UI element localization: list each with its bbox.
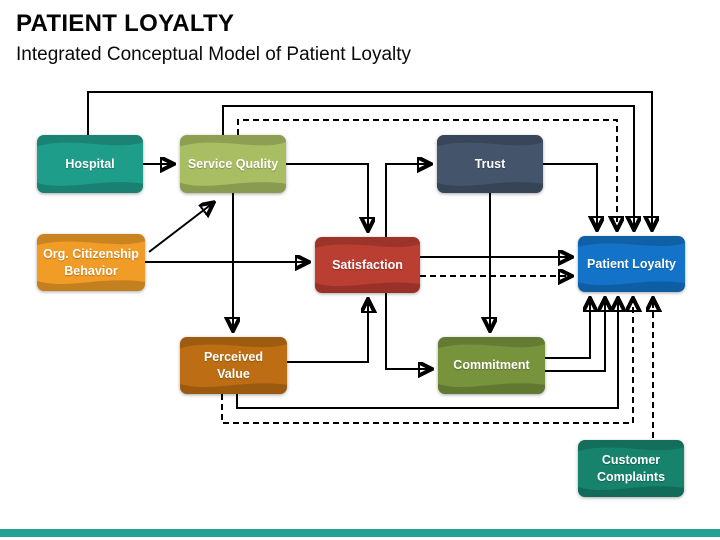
- node-perceived-value-label: Perceived Value: [203, 350, 264, 381]
- node-service-quality-label: Service Quality: [187, 156, 279, 171]
- page-subtitle: Integrated Conceptual Model of Patient L…: [16, 44, 412, 65]
- node-trust-label: Trust: [474, 156, 506, 171]
- node-perceived-value: Perceived Value: [180, 337, 287, 394]
- arrow-hospital-to-patient-loyalty: [87, 91, 652, 229]
- node-customer-complaints-label: Customer Complaints: [596, 453, 666, 484]
- node-commitment-label: Commitment: [453, 358, 530, 373]
- node-patient-loyalty: Patient Loyalty: [578, 236, 685, 292]
- arrow-service-quality-to-patient-loyalty-dashed: [237, 119, 617, 229]
- arrow-service-quality-to-patient-loyalty: [222, 105, 634, 229]
- page-title: PATIENT LOYALTY: [16, 10, 235, 37]
- arrow-commitment-to-patient-loyalty-1: [545, 299, 590, 359]
- node-service-quality: Service Quality: [180, 135, 286, 193]
- node-patient-loyalty-label: Patient Loyalty: [587, 256, 676, 271]
- node-hospital-label: Hospital: [65, 156, 115, 171]
- arrow-trust-to-patient-loyalty: [543, 163, 597, 229]
- arrow-satisfaction-to-commitment: [385, 293, 431, 369]
- arrow-perceived-value-to-patient-loyalty-solid: [236, 299, 618, 409]
- node-org-citizenship-behavior-label: Org. Citizenship Behavior: [43, 247, 139, 278]
- node-satisfaction-label: Satisfaction: [332, 257, 403, 272]
- footer-accent-bar: [0, 529, 720, 537]
- arrow-service-quality-to-satisfaction: [286, 163, 368, 230]
- arrow-org-citizenship-to-service-quality: [148, 203, 213, 253]
- node-customer-complaints: Customer Complaints: [578, 440, 684, 497]
- node-trust: Trust: [437, 135, 543, 193]
- arrow-perceived-value-to-patient-loyalty-dashed: [221, 299, 633, 424]
- arrow-commitment-to-patient-loyalty-2: [545, 299, 605, 372]
- arrow-perceived-value-to-satisfaction: [287, 300, 368, 363]
- node-commitment: Commitment: [438, 337, 545, 394]
- node-satisfaction: Satisfaction: [315, 237, 420, 293]
- arrow-satisfaction-to-trust: [385, 164, 430, 237]
- node-org-citizenship-behavior: Org. Citizenship Behavior: [37, 234, 145, 291]
- node-hospital: Hospital: [37, 135, 143, 193]
